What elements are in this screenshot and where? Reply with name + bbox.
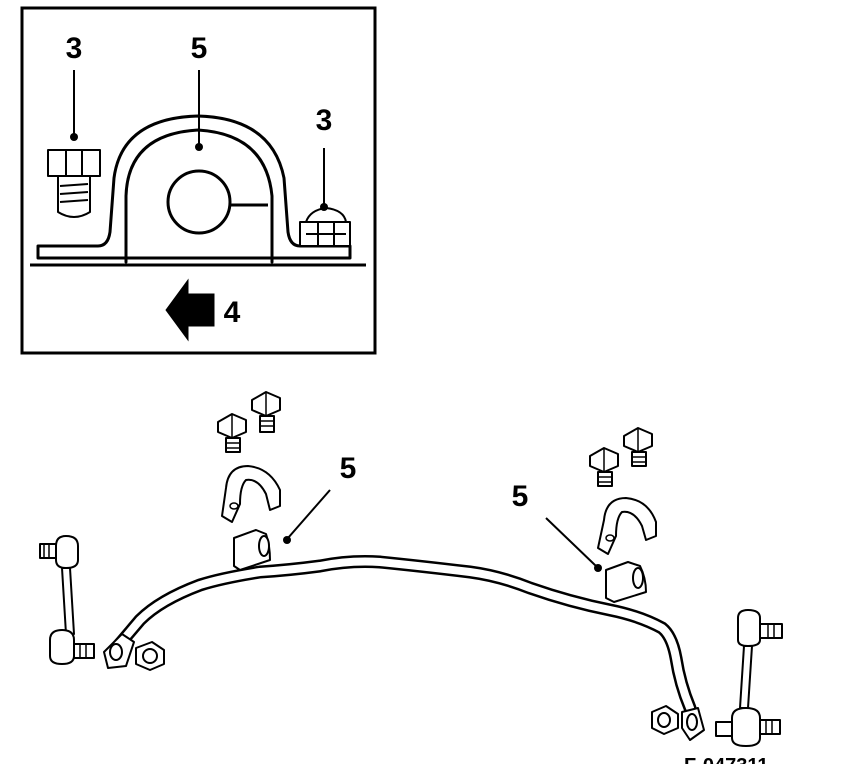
right-bushing-callout: 5 (512, 480, 529, 513)
bolt-icon (251, 391, 281, 433)
nut-callout: 3 (316, 104, 333, 137)
bolt-icon (623, 427, 653, 467)
left-bushing-callout: 5 (340, 452, 357, 485)
stabilizer-bar (111, 555, 697, 715)
bushing-icon (233, 529, 271, 571)
nut-icon (135, 641, 165, 671)
link-rod-icon (39, 535, 95, 665)
bolt-icon (589, 447, 619, 487)
bushing-icon (605, 561, 647, 603)
bushing-callout: 5 (191, 32, 208, 65)
arrow-left-icon (165, 278, 215, 342)
bar-end-right (681, 707, 705, 741)
bolt-icon (217, 413, 247, 453)
bushing-hole (166, 169, 232, 235)
link-rod-icon (715, 609, 783, 747)
bar-end-left (103, 633, 135, 669)
bracket-icon (221, 465, 281, 523)
inset-detail: 3 5 3 4 (20, 6, 377, 355)
bolt-callout: 3 (66, 32, 83, 65)
bolt-icon (47, 149, 101, 218)
bracket-icon (597, 497, 657, 555)
nut-icon (651, 705, 679, 735)
reference-code: F-047311 (684, 755, 769, 764)
direction-callout: 4 (224, 296, 241, 329)
nut-icon (299, 207, 351, 247)
exploded-view: 5 5 F-047311 (39, 391, 783, 764)
